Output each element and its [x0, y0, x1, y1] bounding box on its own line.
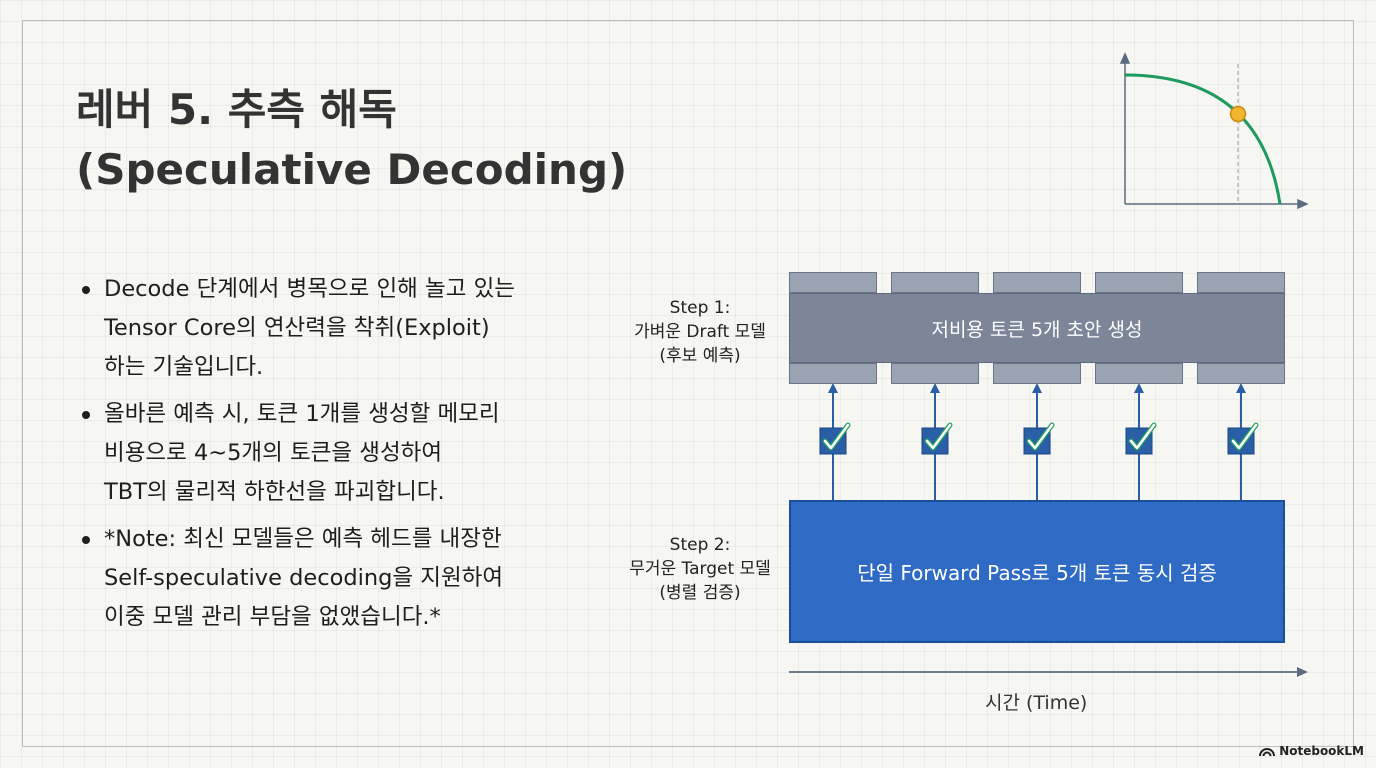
draft-token-tab-top — [993, 272, 1081, 293]
time-axis-label: 시간 (Time) — [985, 692, 1088, 714]
checkbox-check-icon — [819, 422, 851, 455]
step1-line-2: 가벼운 Draft 모델 — [634, 322, 766, 342]
checkbox-check-icon — [1125, 422, 1157, 455]
step2-line-2: 무거운 Target 모델 — [629, 559, 771, 579]
curve-axes — [1119, 52, 1309, 210]
notebooklm-logo-icon — [1259, 748, 1276, 757]
bullet-line: 하는 기술입니다. — [104, 354, 264, 380]
bullet-item: Decode 단계에서 병목으로 인해 놀고 있는 Tensor Core의 연… — [80, 270, 620, 387]
target-model-bar: 단일 Forward Pass로 5개 토큰 동시 검증 — [789, 500, 1285, 643]
curve-marker-dot — [1229, 105, 1247, 123]
verification-column — [1227, 383, 1259, 500]
bullet-line: Decode 단계에서 병목으로 인해 놀고 있는 — [104, 276, 515, 302]
brand-label: NotebookLM — [1279, 744, 1364, 758]
bullet-line: *Note: 최신 모델들은 예측 헤드를 내장한 — [104, 526, 502, 552]
title-line-2: (Speculative Decoding) — [76, 145, 628, 194]
checkbox-check-icon — [1023, 422, 1055, 455]
bullet-item: 올바른 예측 시, 토큰 1개를 생성할 메모리 비용으로 4~5개의 토큰을 … — [80, 395, 620, 512]
step2-line-1: Step 2: — [669, 535, 731, 555]
draft-bar-label: 저비용 토큰 5개 초안 생성 — [931, 318, 1143, 341]
tradeoff-curve-graphic — [1119, 52, 1309, 210]
bullet-line: Self-speculative decoding을 지원하여 — [104, 565, 504, 591]
slide-title: 레버 5. 추측 해독 (Speculative Decoding) — [76, 80, 627, 200]
checkbox-check-icon — [1227, 422, 1259, 455]
bullet-line: 올바른 예측 시, 토큰 1개를 생성할 메모리 — [104, 401, 500, 427]
draft-token-tab-top — [891, 272, 979, 293]
checkbox-check-icon — [921, 422, 953, 455]
step1-line-1: Step 1: — [669, 298, 731, 318]
verification-column — [1125, 383, 1157, 500]
step1-line-3: (후보 예측) — [659, 346, 741, 366]
bullet-line: 비용으로 4~5개의 토큰을 생성하여 — [104, 440, 443, 466]
verification-arrows — [819, 383, 1259, 500]
step1-label: Step 1: 가벼운 Draft 모델 (후보 예측) — [615, 296, 785, 368]
target-bar-label: 단일 Forward Pass로 5개 토큰 동시 검증 — [857, 561, 1217, 585]
draft-token-tab-top — [1095, 272, 1183, 293]
bullet-item: *Note: 최신 모델들은 예측 헤드를 내장한 Self-speculati… — [80, 520, 620, 637]
time-axis-arrow — [789, 667, 1308, 677]
brand-watermark: NotebookLM — [1259, 744, 1364, 758]
draft-token-tab-top — [789, 272, 877, 293]
step2-line-3: (병렬 검증) — [659, 583, 741, 603]
verification-column — [1023, 383, 1055, 500]
draft-model-bar: 저비용 토큰 5개 초안 생성 — [789, 293, 1285, 363]
bullet-line: 이중 모델 관리 부담을 없앴습니다.* — [104, 604, 441, 630]
step2-label: Step 2: 무거운 Target 모델 (병렬 검증) — [615, 533, 785, 605]
slide-frame — [22, 20, 1354, 747]
bullet-list: Decode 단계에서 병목으로 인해 놀고 있는 Tensor Core의 연… — [80, 270, 620, 645]
title-line-1: 레버 5. 추측 해독 — [76, 85, 397, 134]
curve-line — [1124, 73, 1282, 205]
verification-column — [819, 383, 851, 500]
draft-token-tab-top — [1197, 272, 1285, 293]
verification-column — [921, 383, 953, 500]
bullet-line: Tensor Core의 연산력을 착취(Exploit) — [104, 315, 490, 341]
bullet-line: TBT의 물리적 하한선을 파괴합니다. — [104, 479, 445, 505]
